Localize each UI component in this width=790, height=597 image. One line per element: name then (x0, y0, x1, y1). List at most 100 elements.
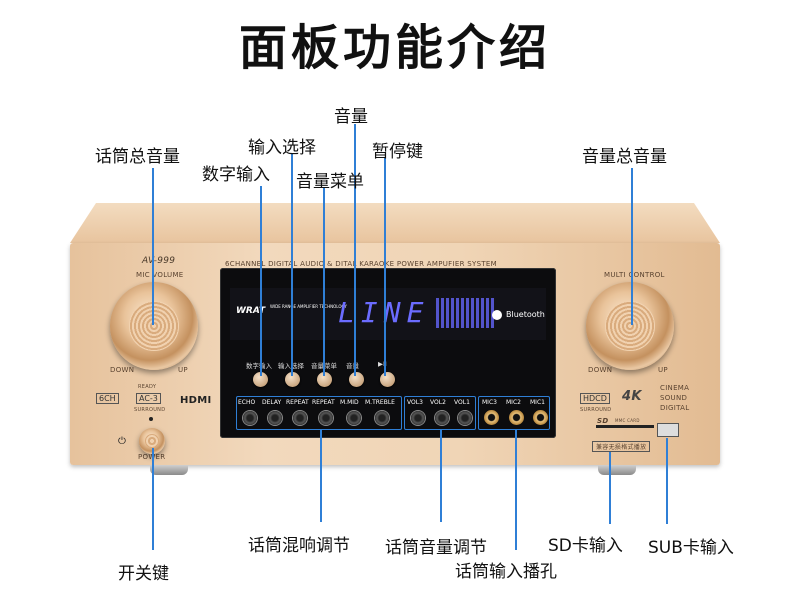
model-label: AV-999 (142, 256, 176, 266)
repeat-knob-2[interactable] (319, 411, 333, 425)
brand-label: WRAT (236, 306, 266, 316)
control-panel: WRAT WIDE RANGE AMPLIFIER TECHNOLOGY LIN… (220, 268, 556, 438)
surround-text: SURROUND (134, 407, 166, 413)
label-volume-menu: 音量菜单 (296, 172, 364, 192)
mtreble-knob[interactable] (375, 411, 389, 425)
master-up-label: UP (658, 366, 668, 374)
vol1-knob[interactable] (458, 411, 472, 425)
right-foot (598, 465, 636, 475)
label-mic-mix: 话筒混响调节 (248, 536, 350, 556)
label-mic-jack: 话筒输入播孔 (455, 562, 557, 582)
mic-up-label: UP (178, 366, 188, 374)
knob-label-echo: ECHO (238, 399, 256, 406)
sd-card-slot[interactable] (596, 425, 654, 428)
input-select-button[interactable] (285, 372, 300, 387)
brand-sub-label: WIDE RANGE AMPLIFIER TECHNOLOGY (270, 304, 347, 309)
bluetooth-label: Bluetooth (506, 310, 545, 319)
callout-line-mic-jack (515, 430, 517, 550)
sound-text: SOUND (660, 394, 688, 402)
callout-line-input (291, 154, 293, 376)
label-mic-total: 话筒总音量 (95, 147, 180, 167)
volume-button[interactable] (349, 372, 364, 387)
mic-down-label: DOWN (110, 366, 135, 374)
label-pause: 暂停键 (372, 142, 423, 162)
callout-line-mic-volume (440, 430, 442, 522)
knob-label-vol2: VOL2 (430, 399, 446, 406)
multi-control-label: MULTI CONTROL (604, 271, 665, 279)
label-volume: 音量 (334, 107, 368, 127)
label-power-key: 开关键 (118, 564, 169, 584)
knob-label-vol3: VOL3 (407, 399, 423, 406)
display-text: LINE (338, 296, 429, 329)
label-usb-in: SUB卡输入 (648, 538, 734, 558)
mic-volume-label: MIC VOLUME (136, 271, 184, 279)
callout-line-usb (666, 438, 668, 524)
hdcd-badge: HDCD (580, 393, 610, 404)
mic-volume-group (404, 396, 476, 430)
delay-knob[interactable] (268, 411, 282, 425)
volume-menu-button[interactable] (317, 372, 332, 387)
callout-line-mic-mix (320, 430, 322, 522)
power-label: POWER (138, 453, 165, 461)
callout-line-pause (384, 158, 386, 376)
callout-line-mic-total (152, 168, 154, 325)
btn-label-digital: 数字输入 (246, 362, 272, 370)
label-master-volume: 音量总音量 (582, 147, 667, 167)
mic3-jack[interactable] (484, 410, 499, 425)
digital-input-button[interactable] (253, 372, 268, 387)
label-sd-in: SD卡输入 (548, 536, 623, 556)
vfd-display: WRAT WIDE RANGE AMPLIFIER TECHNOLOGY LIN… (230, 288, 546, 340)
page-title: 面板功能介绍 (238, 20, 551, 76)
callout-line-digital (260, 186, 262, 376)
knob-label-mmid: M.MID (340, 399, 359, 406)
power-icon: ⏻ (118, 436, 126, 447)
sd-label: SD (597, 417, 609, 425)
knob-label-delay: DELAY (262, 399, 282, 406)
callout-line-power (152, 448, 154, 550)
left-foot (150, 465, 188, 475)
label-mic-volume: 话筒音量调节 (385, 538, 487, 558)
mmc-label: MMC CARD (615, 418, 640, 423)
cinema-text: CINEMA (660, 384, 690, 392)
digital-text: DIGITAL (660, 404, 690, 412)
vol3-knob[interactable] (411, 411, 425, 425)
jack-label-mic1: MIC1 (530, 399, 545, 406)
lossless-label: 兼容无损格式播放 (592, 441, 651, 452)
hdcd-surround-text: SURROUND (580, 407, 612, 413)
mic-jack-group (478, 396, 550, 430)
btn-label-volume: 音量 (346, 362, 359, 370)
header-text: 6CHANNEL DIGITAL AUDIO & DITAL KARAOKE P… (225, 260, 497, 268)
vol2-knob[interactable] (435, 411, 449, 425)
hdmi-logo: HDMI (180, 395, 212, 406)
btn-label-pause: ▶II (378, 360, 387, 368)
power-led (149, 417, 153, 421)
callout-line-volume (354, 124, 356, 376)
knob-label-repeat-1: REPEAT (286, 399, 309, 406)
ready-text: READY (138, 384, 157, 390)
master-down-label: DOWN (588, 366, 613, 374)
amplifier-top (70, 203, 720, 243)
master-volume-knob[interactable] (586, 282, 674, 370)
knob-label-mtreble: M.TREBLE (365, 399, 395, 406)
jack-label-mic3: MIC3 (482, 399, 497, 406)
bluetooth-icon (492, 310, 502, 320)
jack-label-mic2: MIC2 (506, 399, 521, 406)
knob-label-repeat-2: REPEAT (312, 399, 335, 406)
mic1-jack[interactable] (533, 410, 548, 425)
repeat-knob-1[interactable] (293, 411, 307, 425)
echo-knob-group (236, 396, 402, 430)
mic-volume-knob[interactable] (110, 282, 198, 370)
usb-port[interactable] (657, 423, 679, 437)
mmid-knob[interactable] (347, 411, 361, 425)
callout-line-menu (323, 188, 325, 376)
pause-button[interactable] (380, 372, 395, 387)
4k-logo: 4K (622, 389, 642, 404)
spectrum-bars (436, 298, 496, 328)
mic2-jack[interactable] (509, 410, 524, 425)
callout-line-sd (609, 452, 611, 524)
label-digital-in: 数字输入 (202, 165, 270, 185)
callout-line-master (631, 168, 633, 325)
label-input-select: 输入选择 (248, 138, 316, 158)
echo-knob[interactable] (243, 411, 257, 425)
ac3-badge: AC-3 (136, 393, 161, 404)
